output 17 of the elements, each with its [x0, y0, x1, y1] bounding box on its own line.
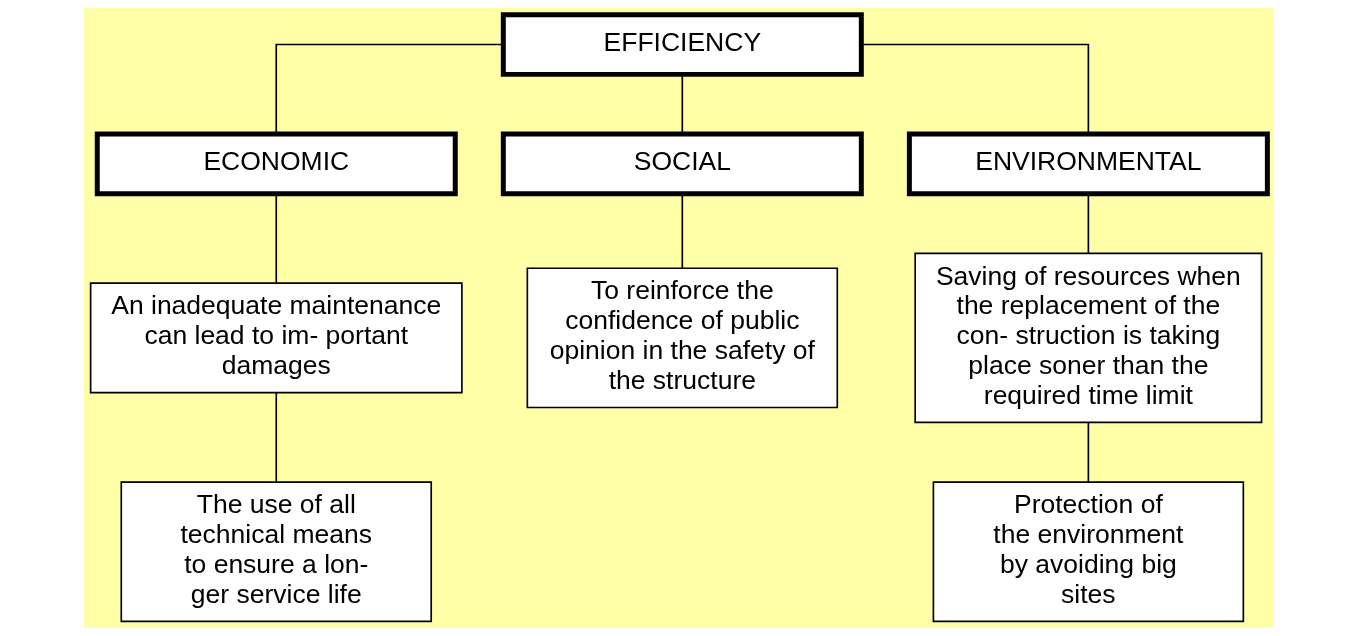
node-box: Protection of the environment by avoiding big sites — [932, 481, 1245, 623]
connector — [1087, 193, 1090, 255]
connector — [681, 193, 684, 270]
node-box: SOCIAL — [500, 131, 864, 197]
node-box: An inadequate maintenance can lead to im- portant damages — [89, 282, 463, 394]
node-box: EFFICIENCY — [500, 12, 864, 77]
node-box: ENVIRONMENTAL — [906, 131, 1270, 197]
connector — [275, 392, 278, 483]
connector — [860, 43, 1090, 135]
connector — [1087, 422, 1090, 483]
node-box: Saving of resources when the replacement of the con- struction is taking place soner than the required time limit — [914, 252, 1263, 424]
connector — [275, 43, 504, 135]
connector — [275, 193, 278, 284]
connector — [681, 73, 684, 135]
node-box: ECONOMIC — [94, 131, 458, 197]
node-box: To reinforce the confidence of public opinion in the safety of the structure — [526, 267, 839, 409]
node-box: The use of all technical means to ensure a lon- ger service life — [120, 481, 433, 623]
